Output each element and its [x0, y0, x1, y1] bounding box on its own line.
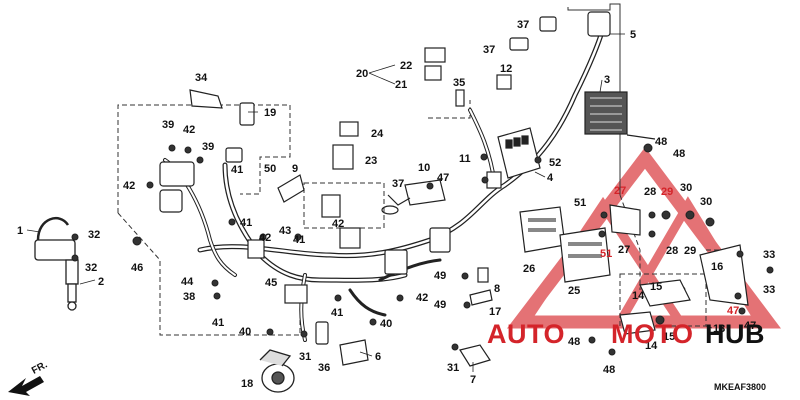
callout-46: 46 [131, 262, 144, 274]
callout-48: 48 [568, 336, 581, 348]
callout-43: 43 [279, 225, 292, 237]
callout-11: 11 [459, 153, 471, 165]
callout-49: 49 [434, 299, 447, 311]
callout-39: 39 [162, 119, 175, 131]
control-units [519, 206, 611, 283]
callout-27: 27 [614, 185, 627, 197]
callout-5: 5 [630, 29, 637, 41]
callout-47: 47 [744, 320, 757, 332]
callout-42: 42 [123, 180, 136, 192]
callout-2: 2 [98, 276, 105, 288]
callout-15: 15 [650, 281, 663, 293]
callout-26: 26 [523, 263, 536, 275]
callout-48: 48 [603, 364, 616, 376]
ignition-coil [34, 216, 79, 311]
regulator-rectifier [584, 91, 656, 140]
callout-14: 14 [645, 340, 658, 352]
callout-36: 36 [318, 362, 331, 374]
callout-44: 44 [181, 276, 194, 288]
callout-49: 49 [434, 270, 447, 282]
watermark-text-moto: MOTO [611, 319, 694, 349]
callout-51: 51 [574, 197, 587, 209]
callout-32: 32 [85, 262, 98, 274]
callout-10: 10 [418, 162, 431, 174]
callout-27: 27 [618, 244, 631, 256]
callout-15: 15 [663, 331, 676, 343]
callout-19: 19 [264, 107, 277, 119]
callout-41: 41 [293, 234, 306, 246]
callout-1: 1 [17, 225, 24, 237]
callout-16: 16 [711, 261, 724, 273]
callout-41: 41 [240, 217, 253, 229]
callout-31: 31 [299, 351, 312, 363]
callout-4: 4 [547, 172, 554, 184]
callout-32: 32 [88, 229, 101, 241]
callout-9: 9 [292, 163, 299, 175]
callout-33: 33 [763, 249, 776, 261]
callout-20: 20 [356, 68, 369, 80]
fuse-box [497, 127, 541, 179]
callout-41: 41 [212, 317, 225, 329]
callout-33: 33 [763, 284, 776, 296]
callout-31: 31 [447, 362, 460, 374]
callout-28: 28 [644, 186, 657, 198]
callout-29: 29 [684, 245, 697, 257]
brackets [189, 89, 749, 367]
front-arrow-icon [8, 376, 44, 396]
callout-37: 37 [392, 178, 405, 190]
callout-12: 12 [500, 63, 513, 75]
callout-8: 8 [494, 283, 501, 295]
horn [259, 349, 295, 393]
leader-lines [26, 33, 713, 372]
callout-24: 24 [371, 128, 384, 140]
callout-42: 42 [259, 232, 272, 244]
callout-47: 47 [727, 305, 740, 317]
callout-41: 41 [231, 164, 244, 176]
callout-45: 45 [265, 277, 278, 289]
callout-22: 22 [400, 60, 413, 72]
callout-7: 7 [470, 374, 477, 386]
callout-42: 42 [332, 218, 345, 230]
callout-39: 39 [202, 141, 215, 153]
connectors [159, 11, 611, 304]
callout-13: 13 [713, 323, 726, 335]
diagram-code: MKEAF3800 [714, 382, 767, 392]
watermark-text-auto: AUTO [487, 319, 566, 349]
callout-6: 6 [375, 351, 382, 363]
callout-35: 35 [453, 77, 466, 89]
callout-14: 14 [632, 290, 645, 302]
callout-48: 48 [673, 148, 686, 160]
callout-25: 25 [568, 285, 581, 297]
callout-28: 28 [666, 245, 679, 257]
callout-47: 47 [437, 172, 450, 184]
callout-51: 51 [600, 248, 613, 260]
watermark-text-hub: HUB [705, 319, 765, 349]
callout-3: 3 [604, 74, 611, 86]
callout-41: 41 [331, 307, 344, 319]
callout-30: 30 [700, 196, 713, 208]
callout-48: 48 [655, 136, 668, 148]
callout-23: 23 [365, 155, 378, 167]
callout-17: 17 [489, 306, 502, 318]
callout-34: 34 [195, 72, 208, 84]
callout-40: 40 [239, 326, 252, 338]
callout-21: 21 [395, 79, 408, 91]
callout-52: 52 [549, 157, 562, 169]
callout-30: 30 [680, 182, 693, 194]
callout-50: 50 [264, 163, 277, 175]
callout-37: 37 [483, 44, 496, 56]
callout-38: 38 [183, 291, 196, 303]
callout-42: 42 [183, 124, 196, 136]
callout-18: 18 [241, 378, 254, 390]
callout-40: 40 [380, 318, 393, 330]
callout-29: 29 [661, 186, 674, 198]
small-parts [239, 16, 691, 345]
callout-42: 42 [416, 292, 429, 304]
callout-37: 37 [517, 19, 530, 31]
